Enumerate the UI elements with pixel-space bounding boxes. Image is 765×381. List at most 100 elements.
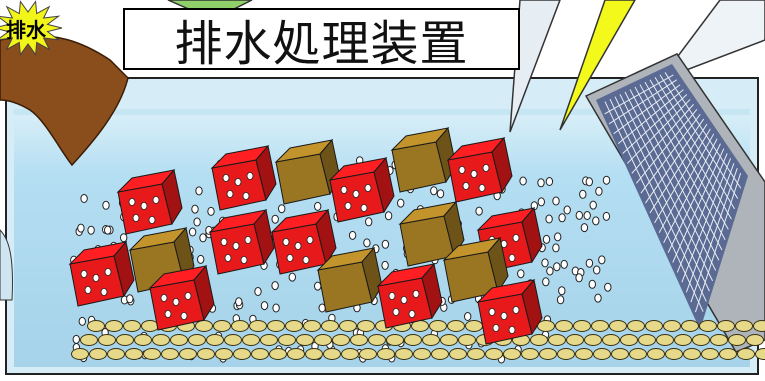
air-bubble bbox=[575, 210, 583, 220]
media-disc bbox=[323, 348, 341, 360]
air-bubble bbox=[207, 206, 215, 216]
air-bubble bbox=[475, 206, 483, 216]
air-bubble bbox=[545, 177, 554, 186]
air-bubble bbox=[552, 196, 560, 206]
gold-block bbox=[398, 200, 465, 267]
air-bubble bbox=[72, 334, 81, 344]
media-disc bbox=[620, 334, 638, 346]
air-bubble bbox=[553, 262, 561, 272]
media-disc bbox=[683, 348, 701, 360]
media-disc bbox=[593, 348, 611, 360]
media-disc bbox=[287, 348, 305, 360]
media-disc bbox=[647, 348, 665, 360]
page-title: 排水処理装置 bbox=[174, 16, 469, 72]
speech-pointer-2 bbox=[657, 0, 765, 82]
air-bubble bbox=[575, 273, 583, 283]
air-bubble bbox=[80, 194, 88, 203]
air-bubble bbox=[120, 233, 128, 243]
air-bubble bbox=[594, 293, 602, 303]
media-disc bbox=[681, 320, 699, 332]
media-disc bbox=[548, 334, 566, 346]
media-disc bbox=[665, 348, 683, 360]
media-disc bbox=[537, 320, 555, 332]
left-edge-curve bbox=[0, 229, 13, 301]
media-disc bbox=[447, 320, 465, 332]
media-disc bbox=[359, 348, 377, 360]
air-bubble bbox=[552, 243, 560, 253]
media-disc bbox=[591, 320, 609, 332]
media-disc bbox=[116, 334, 134, 346]
media-disc bbox=[368, 334, 386, 346]
air-bubble bbox=[365, 217, 373, 227]
air-bubble bbox=[102, 200, 110, 210]
red-block bbox=[210, 144, 277, 211]
media-disc bbox=[609, 320, 627, 332]
media-disc bbox=[503, 348, 521, 360]
air-bubble bbox=[517, 269, 525, 279]
title-box: 排水処理装置 bbox=[123, 8, 520, 72]
media-disc bbox=[584, 334, 602, 346]
media-disc bbox=[224, 334, 242, 346]
air-bubble bbox=[254, 287, 262, 296]
media-disc bbox=[161, 348, 179, 360]
air-bubble bbox=[104, 225, 112, 235]
air-bubble bbox=[579, 189, 587, 199]
media-disc bbox=[530, 334, 548, 346]
media-disc bbox=[627, 320, 645, 332]
media-disc bbox=[663, 320, 681, 332]
grid-filter-icon bbox=[584, 53, 765, 353]
air-bubble bbox=[556, 295, 565, 305]
air-bubble bbox=[602, 175, 611, 185]
air-bubble bbox=[188, 227, 197, 237]
media-disc bbox=[699, 320, 717, 332]
air-bubble bbox=[537, 178, 545, 188]
media-disc bbox=[611, 348, 629, 360]
media-disc bbox=[215, 348, 233, 360]
media-disc bbox=[753, 320, 765, 332]
media-disc bbox=[339, 320, 357, 332]
air-bubble bbox=[384, 211, 393, 221]
air-bubble bbox=[314, 281, 322, 291]
media-disc bbox=[458, 334, 476, 346]
air-bubble bbox=[537, 197, 545, 207]
media-disc bbox=[251, 348, 269, 360]
air-bubble bbox=[542, 277, 550, 287]
media-disc bbox=[350, 334, 368, 346]
media-disc bbox=[179, 348, 197, 360]
media-disc bbox=[717, 320, 735, 332]
media-disc bbox=[125, 348, 143, 360]
air-bubble bbox=[519, 176, 527, 186]
media-disc bbox=[701, 348, 719, 360]
media-disc bbox=[332, 334, 350, 346]
air-bubble bbox=[272, 303, 280, 313]
media-disc bbox=[413, 348, 431, 360]
media-disc bbox=[98, 334, 116, 346]
red-block bbox=[116, 168, 183, 235]
gold-block bbox=[274, 138, 341, 205]
carrier-blocks bbox=[68, 126, 543, 345]
media-disc bbox=[431, 348, 449, 360]
media-disc bbox=[143, 348, 161, 360]
media-disc bbox=[692, 334, 710, 346]
media-disc bbox=[629, 348, 647, 360]
media-disc bbox=[278, 334, 296, 346]
air-bubble bbox=[464, 312, 472, 321]
media-disc bbox=[134, 334, 152, 346]
media-disc bbox=[422, 334, 440, 346]
media-disc bbox=[429, 320, 447, 332]
air-bubble bbox=[580, 223, 589, 233]
air-bubble bbox=[436, 189, 445, 199]
media-disc bbox=[249, 320, 267, 332]
media-disc bbox=[80, 334, 98, 346]
air-bubble bbox=[271, 214, 279, 224]
air-bubble bbox=[583, 211, 591, 220]
air-bubble bbox=[589, 200, 597, 210]
media-disc bbox=[566, 334, 584, 346]
media-disc bbox=[303, 320, 321, 332]
gold-block bbox=[442, 236, 509, 303]
air-bubble bbox=[560, 259, 568, 269]
bio-media-bed bbox=[71, 320, 765, 360]
media-disc bbox=[638, 334, 656, 346]
red-block bbox=[476, 278, 543, 345]
